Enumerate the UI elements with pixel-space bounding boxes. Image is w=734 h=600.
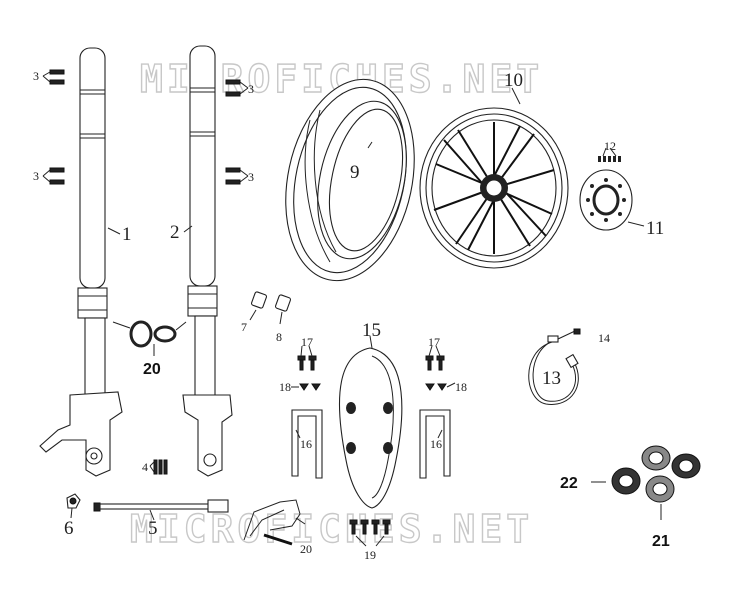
- label-1: 1: [122, 224, 132, 245]
- bracket-right: [419, 409, 451, 479]
- label-5: 5: [148, 518, 158, 539]
- label-18a: 18: [279, 380, 291, 394]
- bolts-17-left: [297, 345, 317, 371]
- watermark-bottom: MICROFICHES.NET: [130, 507, 533, 551]
- label-11: 11: [646, 218, 664, 239]
- label-3c: 3: [248, 82, 254, 96]
- label-7: 7: [241, 320, 247, 334]
- bolts-3-right-mid: [225, 167, 249, 185]
- label-10: 10: [504, 70, 523, 91]
- label-13: 13: [542, 368, 561, 389]
- label-17b: 17: [428, 335, 440, 349]
- label-2: 2: [170, 222, 180, 243]
- fork-seals: [112, 320, 187, 356]
- fork-right: [182, 45, 233, 477]
- label-8: 8: [276, 330, 282, 344]
- label-20-seals: 20: [143, 361, 161, 378]
- label-6: 6: [64, 518, 74, 539]
- axle: [93, 499, 229, 521]
- disc-bolts: [598, 147, 621, 162]
- label-9: 9: [350, 162, 360, 183]
- bracket-left: [291, 409, 323, 479]
- bolts-3-right-top: [225, 79, 249, 97]
- wire-clip: [243, 499, 306, 546]
- label-18b: 18: [455, 380, 467, 394]
- speedo-cable: [528, 328, 581, 405]
- cap-7: [249, 291, 268, 321]
- cap-8: [274, 294, 292, 325]
- bolts-3-left-mid: [42, 167, 65, 185]
- label-3d: 3: [248, 170, 254, 184]
- label-16b: 16: [430, 437, 442, 451]
- label-22: 22: [560, 475, 578, 492]
- washers-18-right: [425, 382, 456, 391]
- axle-nut: [66, 493, 81, 519]
- bolt-set-4: [149, 459, 168, 475]
- label-3b: 3: [33, 169, 39, 183]
- label-16a: 16: [300, 437, 312, 451]
- wheel: [419, 87, 569, 269]
- label-14: 14: [598, 331, 610, 345]
- bearings-and-seals: [591, 445, 701, 520]
- tire: [285, 78, 415, 282]
- front-fender: [338, 335, 403, 509]
- label-20-clip: 20: [300, 542, 312, 556]
- brake-disc: [579, 169, 645, 231]
- fork-left: [39, 47, 123, 477]
- washers-18-left: [291, 383, 321, 391]
- label-15: 15: [362, 320, 381, 341]
- label-3a: 3: [33, 69, 39, 83]
- bolts-3-left-top: [42, 69, 65, 85]
- label-19: 19: [364, 548, 376, 562]
- label-17a: 17: [301, 335, 313, 349]
- label-12: 12: [604, 139, 616, 153]
- bolts-17-right: [425, 345, 445, 371]
- fender-bolts-19: [349, 519, 391, 547]
- label-4: 4: [142, 460, 148, 474]
- label-21: 21: [652, 533, 670, 550]
